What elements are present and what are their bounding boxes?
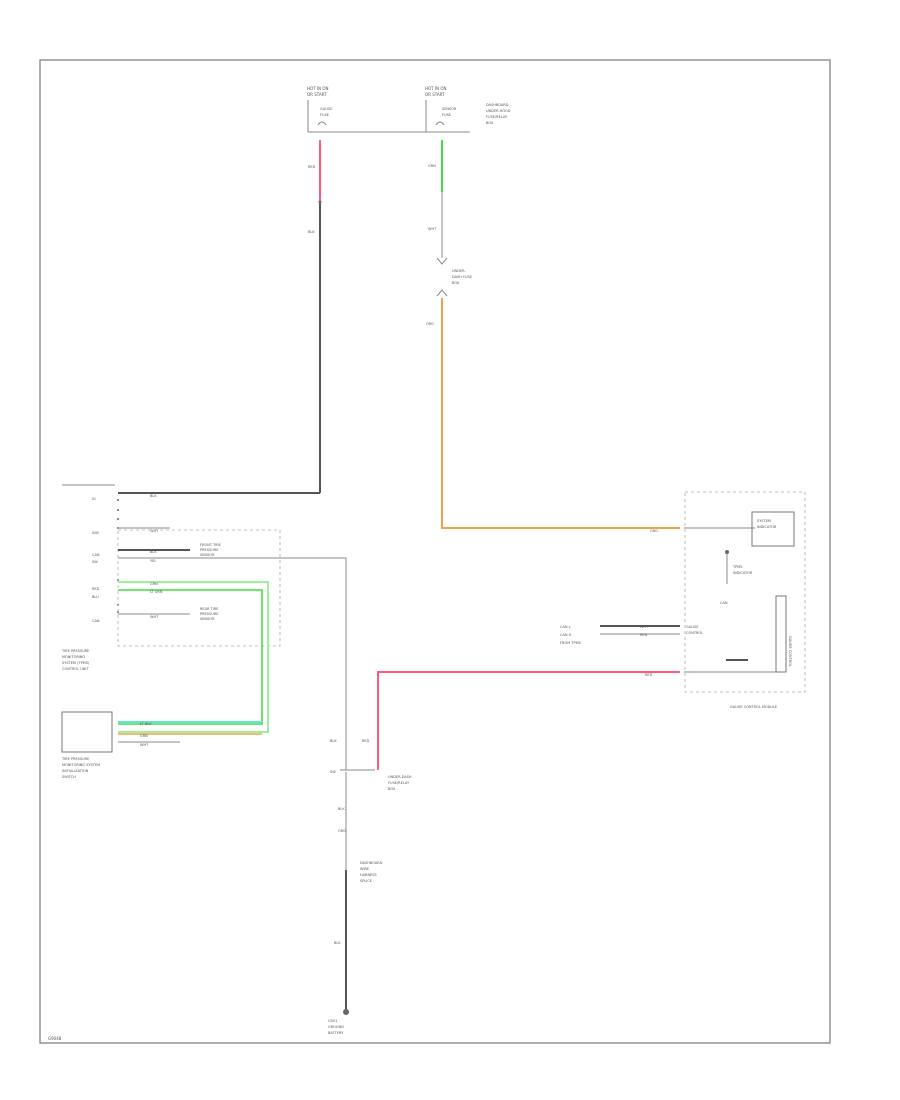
svg-text:BLK: BLK — [334, 941, 341, 945]
diagram-frame — [39, 59, 831, 1044]
svg-text:G501: G501 — [328, 1019, 337, 1023]
svg-text:UNDER-HOOD: UNDER-HOOD — [486, 109, 511, 113]
svg-text:TIRE PRESSURE: TIRE PRESSURE — [61, 757, 89, 761]
svg-text:RED: RED — [362, 739, 370, 743]
tpms-control-unit: BLK IG SWI CAN SW RED BLU CAN WHT BLK FR… — [61, 484, 347, 770]
svg-text:UNDER-: UNDER- — [452, 269, 466, 273]
svg-text:FUSE: FUSE — [320, 113, 329, 117]
svg-text:GRN: GRN — [140, 734, 148, 738]
svg-text:HARNESS: HARNESS — [360, 873, 378, 877]
svg-text:HOT IN ON: HOT IN ON — [425, 86, 446, 91]
svg-text:LT BLU: LT BLU — [140, 722, 152, 726]
fuse-left: HOT IN ON OR START GAUGE FUSE — [307, 86, 333, 132]
svg-text:TPMS: TPMS — [732, 565, 743, 569]
svg-text:MONITORING SYSTEM: MONITORING SYSTEM — [62, 763, 100, 767]
svg-text:GAUGE CONTROL MODULE: GAUGE CONTROL MODULE — [730, 705, 777, 709]
svg-text:BLK: BLK — [330, 739, 337, 743]
svg-text:INDICATOR: INDICATOR — [733, 571, 753, 575]
svg-text:RED: RED — [640, 633, 648, 637]
footer-code: G9048 — [48, 1036, 62, 1041]
svg-text:HOT IN ON: HOT IN ON — [307, 86, 328, 91]
svg-text:FUSE/RELAY: FUSE/RELAY — [486, 115, 508, 119]
svg-text:ORG: ORG — [338, 829, 346, 833]
wire-white-right: WHT — [428, 192, 443, 258]
svg-text:GROUND: GROUND — [328, 1025, 344, 1029]
svg-text:SW: SW — [92, 560, 98, 564]
svg-text:SYSTEM: SYSTEM — [757, 519, 771, 523]
svg-text:WHT: WHT — [150, 615, 159, 619]
svg-text:BATTERY: BATTERY — [328, 1031, 344, 1035]
wire-black-left: BLK — [308, 200, 322, 493]
svg-text:UNDER-DASH: UNDER-DASH — [388, 775, 412, 779]
svg-text:OR START: OR START — [425, 92, 445, 97]
svg-text:DASHBOARD: DASHBOARD — [360, 861, 383, 865]
svg-text:INITIALIZATION: INITIALIZATION — [62, 769, 89, 773]
svg-text:WHT: WHT — [428, 227, 437, 231]
svg-text:GAUGE: GAUGE — [320, 107, 333, 111]
svg-text:TIRE PRESSURE: TIRE PRESSURE — [61, 649, 89, 653]
svg-text:RED: RED — [92, 587, 100, 591]
svg-text:SWI: SWI — [92, 531, 99, 535]
svg-text:ORG: ORG — [650, 529, 658, 533]
svg-text:SYSTEM (TPMS): SYSTEM (TPMS) — [62, 661, 90, 665]
svg-text:LT GRN: LT GRN — [150, 590, 163, 594]
svg-text:CONTROL UNIT: CONTROL UNIT — [62, 667, 89, 671]
svg-text:SENSOR: SENSOR — [200, 553, 215, 557]
svg-text:FRONT TIRE: FRONT TIRE — [200, 543, 221, 547]
svg-text:WIRE: WIRE — [360, 867, 369, 871]
svg-text:DASHBOARD: DASHBOARD — [486, 103, 509, 107]
svg-text:OR START: OR START — [307, 92, 327, 97]
svg-text:GRN: GRN — [150, 582, 158, 586]
svg-text:YEL: YEL — [150, 559, 156, 563]
svg-text:IG: IG — [92, 497, 96, 501]
fuse-block-label: DASHBOARD UNDER-HOOD FUSE/RELAY BOX — [486, 103, 511, 125]
fuse-right: HOT IN ON OR START SENSOR FUSE — [425, 86, 457, 132]
wire-red-left: RED — [308, 140, 321, 202]
svg-text:BOX: BOX — [486, 121, 494, 125]
svg-text:GAUGE CONTROL: GAUGE CONTROL — [788, 636, 792, 667]
svg-text:BOX: BOX — [388, 787, 396, 791]
svg-text:WHT: WHT — [150, 529, 159, 533]
svg-text:PRESSURE: PRESSURE — [200, 548, 218, 552]
svg-text:CAN: CAN — [92, 619, 100, 623]
svg-text:SW: SW — [330, 770, 336, 774]
svg-text:FUSE: FUSE — [442, 113, 451, 117]
svg-text:RED: RED — [308, 165, 316, 169]
svg-text:DASH FUSE: DASH FUSE — [452, 275, 472, 279]
svg-text:WHT: WHT — [640, 625, 649, 629]
svg-text:REAR TIRE: REAR TIRE — [200, 607, 218, 611]
svg-text:SWITCH: SWITCH — [62, 775, 76, 779]
svg-text:MONITORING: MONITORING — [62, 655, 85, 659]
svg-text:CAN: CAN — [92, 553, 100, 557]
svg-text:SPLICE: SPLICE — [360, 879, 372, 883]
svg-text:WHT: WHT — [140, 743, 149, 747]
svg-text:ORG: ORG — [426, 322, 434, 326]
wire-green-right: GRN — [428, 140, 443, 192]
gauge-control-module: SYSTEM INDICATOR TPMS INDICATOR CAN CAN … — [560, 491, 806, 709]
svg-text:INDICATOR: INDICATOR — [757, 525, 777, 529]
svg-text:FUSE/RELAY: FUSE/RELAY — [388, 781, 410, 785]
svg-text:SENSOR: SENSOR — [200, 617, 215, 621]
svg-text:BLK: BLK — [308, 230, 315, 234]
svg-text:BLK: BLK — [338, 807, 345, 811]
svg-text:BLU: BLU — [92, 595, 99, 599]
svg-text:CAN H: CAN H — [560, 633, 572, 637]
svg-text:FROM TPMS: FROM TPMS — [560, 641, 582, 645]
svg-text:CAN L: CAN L — [560, 625, 571, 629]
svg-text:BLK: BLK — [150, 494, 157, 498]
wire-orange: ORG ORG — [426, 298, 680, 533]
svg-text:SENSOR: SENSOR — [442, 107, 457, 111]
svg-text:GAUGE: GAUGE — [686, 625, 699, 629]
svg-text:RED: RED — [645, 673, 653, 677]
svg-text:CONTROL: CONTROL — [686, 631, 703, 635]
svg-text:GRN: GRN — [428, 164, 436, 168]
svg-text:CAN: CAN — [720, 601, 728, 605]
ground-splice: BLK RED SW UNDER-DASH FUSE/RELAY BOX BLK… — [328, 671, 680, 1035]
tpms-init-switch: LT BLU GRN WHT TIRE PRESSURE MONITORING … — [61, 711, 262, 779]
svg-text:BOX: BOX — [452, 281, 460, 285]
connector-mid: UNDER- DASH FUSE BOX — [436, 257, 472, 297]
svg-text:BLK: BLK — [150, 550, 157, 554]
svg-text:PRESSURE: PRESSURE — [200, 612, 218, 616]
